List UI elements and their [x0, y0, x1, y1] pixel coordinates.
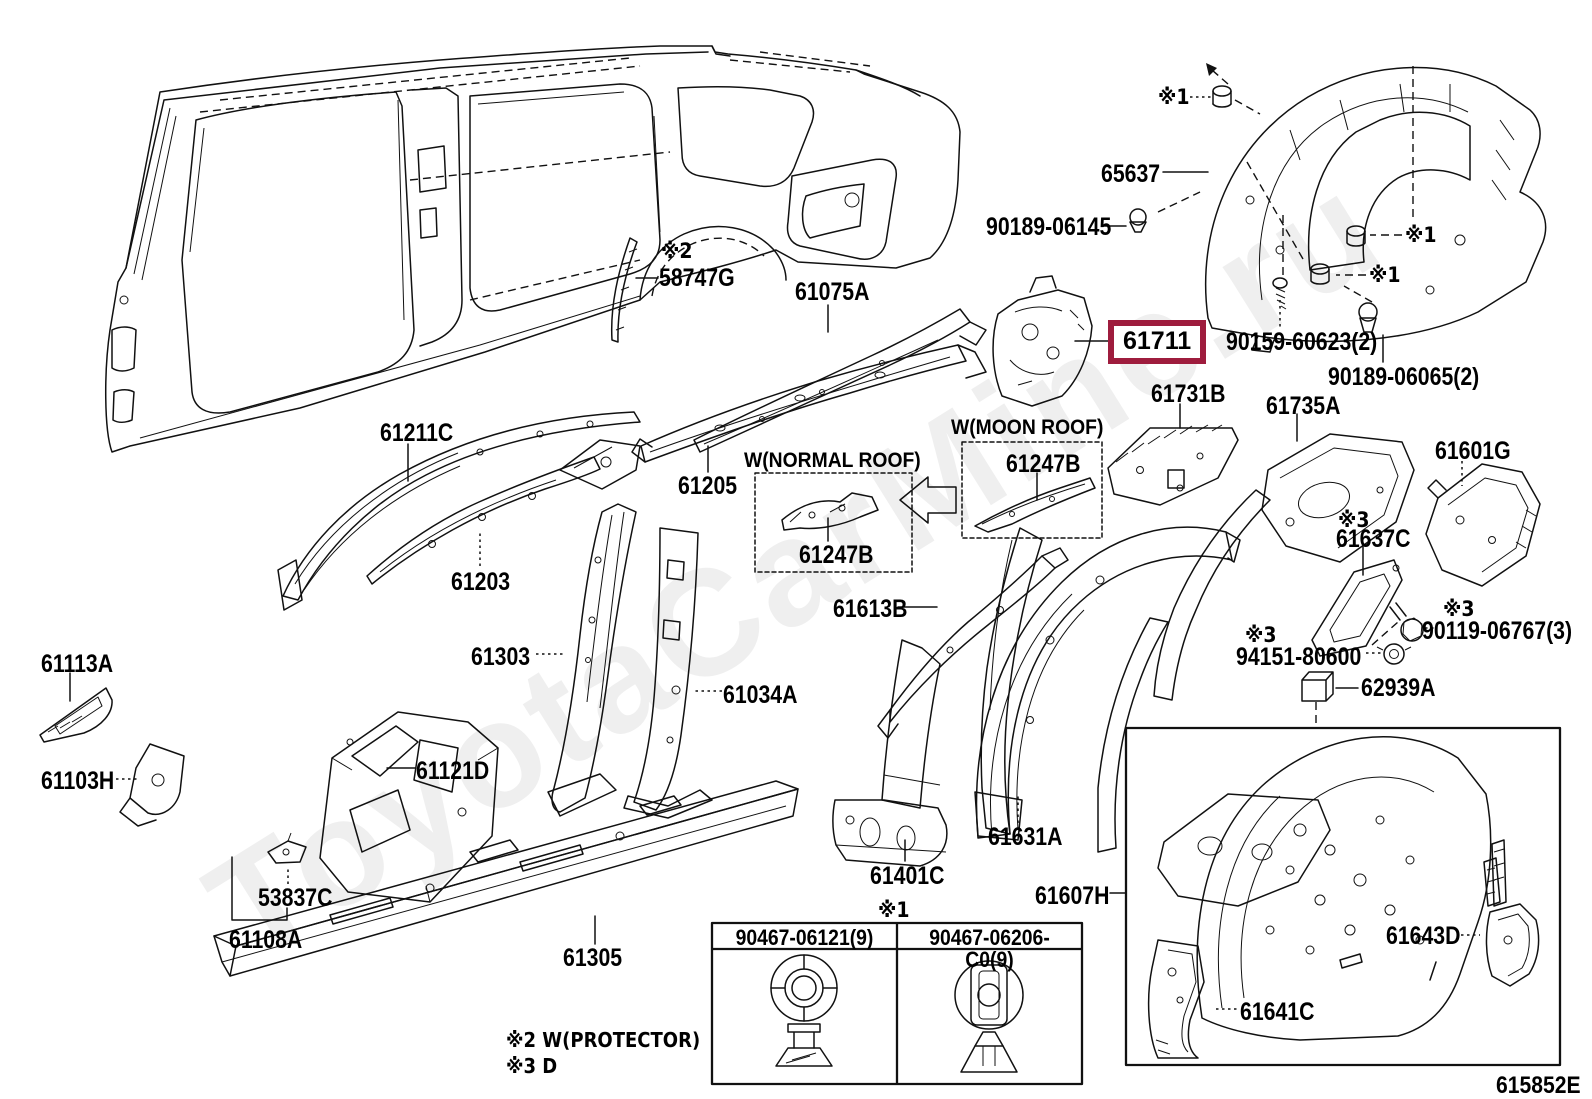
part-label-61601G[interactable]: 61601G	[1435, 437, 1511, 465]
note-clip-mid: ※1	[1369, 263, 1401, 287]
part-label-61735A[interactable]: 61735A	[1266, 392, 1341, 420]
part-label-61641C[interactable]: 61641C	[1240, 998, 1315, 1026]
pillar-61034A-illustration	[623, 527, 713, 819]
rail-61613B-illustration	[877, 547, 1069, 739]
panel-61601G-illustration	[1425, 463, 1541, 587]
part-label-61108A[interactable]: 61108A	[229, 926, 303, 954]
cube-62939A-illustration	[1301, 671, 1334, 702]
part-label-61607H[interactable]: 61607H	[1035, 882, 1110, 910]
lock-pillar-61711-illustration	[992, 275, 1093, 407]
bracket-61641C-illustration	[1147, 939, 1205, 1059]
assembly-box-61607H	[1124, 726, 1562, 1067]
part-label-61211C[interactable]: 61211C	[380, 419, 454, 447]
part-label-61205[interactable]: 61205	[678, 472, 738, 500]
pillar-61303-illustration	[547, 503, 637, 817]
pillar-61401C-illustration	[832, 639, 948, 867]
grommet-94151-illustration	[1376, 643, 1412, 665]
diagram-code: 615852E	[1496, 1072, 1581, 1099]
part-label-61113A[interactable]: 61113A	[41, 650, 114, 678]
note-clip-top: ※1	[1158, 85, 1190, 109]
rail-61075A-illustration	[693, 308, 987, 453]
roof-box-normal	[754, 472, 913, 573]
rocker-61305-illustration	[213, 780, 799, 977]
bracket-61637C-illustration	[1311, 559, 1403, 657]
part-label-61643D[interactable]: 61643D	[1386, 922, 1461, 950]
part-label-61305[interactable]: 61305	[563, 944, 623, 972]
note-table: ※1	[878, 898, 910, 922]
part-label-61613B[interactable]: 61613B	[833, 595, 908, 623]
note-94151: ※3	[1245, 623, 1277, 647]
table-clip-06121-illustration	[770, 954, 838, 1067]
bracket-61113A-illustration	[39, 687, 113, 743]
part-label-90189-06145[interactable]: 90189-06145	[986, 213, 1112, 241]
rail-61211C-illustration	[277, 411, 641, 611]
table-header-90467-06121[interactable]: 90467-06121(9)	[735, 925, 874, 950]
bracket-61643D-illustration	[1483, 857, 1540, 987]
wheel-arch-illustration	[975, 489, 1271, 853]
part-label-61731B[interactable]: 61731B	[1151, 380, 1226, 408]
bracket-61103H-illustration	[119, 743, 185, 827]
watermark-text: ToyotaCarMine.ru	[180, 139, 1409, 994]
car-body-illustration	[105, 45, 961, 453]
note-61637C: ※3	[1338, 508, 1370, 532]
note-58747G: ※2	[661, 239, 693, 263]
roof-box-moon	[961, 441, 1103, 539]
part-label-61075A[interactable]: 61075A	[795, 278, 870, 306]
rail-61203-illustration	[366, 439, 641, 585]
part-label-90189-06065[interactable]: 90189-06065(2)	[1328, 363, 1480, 391]
roof-normal-title: W(NORMAL ROOF)	[744, 449, 921, 472]
part-label-61121D[interactable]: 61121D	[416, 757, 490, 785]
part-label-90119-06767[interactable]: 90119-06767(3)	[1422, 617, 1573, 645]
part-label-90159-60623[interactable]: 90159-60623(2)	[1226, 328, 1378, 356]
part-label-61401C[interactable]: 61401C	[870, 862, 945, 890]
roof-part-61247B-moon-illustration	[974, 477, 1096, 533]
part-label-53837C[interactable]: 53837C	[258, 884, 333, 912]
clip-53837C-illustration	[267, 832, 307, 864]
molding-58747G-illustration	[610, 237, 638, 343]
panel-61735A-illustration	[1261, 433, 1415, 563]
part-label-61203[interactable]: 61203	[451, 568, 511, 596]
part-label-61631A[interactable]: 61631A	[988, 823, 1063, 851]
panel-61731B-illustration	[1107, 424, 1239, 506]
panel-61121D-illustration	[319, 711, 499, 903]
part-label-61247B-normal[interactable]: 61247B	[799, 541, 874, 569]
roof-moon-title: W(MOON ROOF)	[951, 416, 1104, 439]
part-label-61034A[interactable]: 61034A	[723, 681, 798, 709]
footnote-protector: ※2 W(PROTECTOR)	[506, 1028, 701, 1052]
table-header-90467-06206[interactable]: 90467-06206-C0(9)	[929, 925, 1050, 972]
footnote-d: ※3 D	[506, 1054, 558, 1078]
part-label-94151-80600[interactable]: 94151-80600	[1236, 643, 1362, 671]
table-clip-06206-illustration	[954, 960, 1024, 1073]
part-label-61103H[interactable]: 61103H	[41, 767, 115, 795]
roof-part-61247B-normal-illustration	[781, 492, 879, 531]
part-label-58747G[interactable]: 58747G	[659, 264, 735, 292]
wheelhouse-assembly-illustration	[1157, 736, 1507, 1041]
part-label-65637[interactable]: 65637	[1101, 160, 1161, 188]
direction-arrow-icon	[899, 476, 957, 524]
part-label-61247B-moon[interactable]: 61247B	[1006, 450, 1081, 478]
part-label-61303[interactable]: 61303	[471, 643, 531, 671]
note-90119: ※3	[1443, 597, 1475, 621]
fastener-cluster-illustration	[1129, 85, 1378, 333]
fastener-table	[710, 921, 1084, 1086]
part-label-62939A[interactable]: 62939A	[1361, 674, 1436, 702]
fender-liner-65637-illustration	[1204, 66, 1547, 353]
note-clip-right: ※1	[1405, 223, 1437, 247]
leader-lines	[69, 63, 1480, 1010]
bolt-90119-illustration	[1389, 602, 1424, 642]
part-label-61637C[interactable]: 61637C	[1336, 525, 1411, 553]
part-label-61711-highlighted[interactable]: 61711	[1108, 320, 1207, 364]
